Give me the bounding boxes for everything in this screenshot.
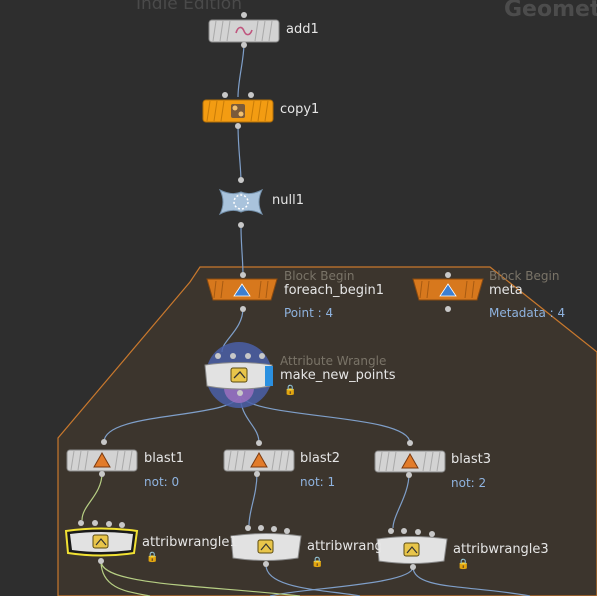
node-attribwrangle1-label: attribwrangle1 [142,535,238,550]
block-begin-icon [233,283,251,297]
node-blast3-label: blast3 [451,452,491,467]
node-make-new-points-type: Attribute Wrangle [280,354,387,368]
node-meta-info: Metadata : 4 [489,306,566,320]
node-blast3-info: not: 2 [451,476,487,490]
node-copy1-label: copy1 [280,102,320,117]
context-watermark: Geometr [504,0,597,22]
blast-icon [93,451,111,468]
wire-blast1-wrangle1[interactable] [81,472,103,521]
node-make-new-points-label: make_new_points [280,368,396,383]
node-meta[interactable] [412,272,484,312]
node-blast2[interactable] [223,440,295,477]
wire-blast3-wrangle3[interactable] [392,473,410,529]
edition-watermark: Indie Edition [136,0,242,14]
node-blast1-label: blast1 [144,451,184,466]
wire-add1-copy1[interactable] [237,42,245,98]
node-copy1[interactable] [202,92,274,129]
node-make-new-points[interactable] [204,342,273,408]
wire-wrangle1-out2[interactable] [100,560,151,596]
node-attribwrangle2-label: attribwrangle2 [307,539,381,554]
node-blast3[interactable] [374,440,446,478]
node-foreach-begin1-label: foreach_begin1 [284,283,385,298]
node-null1[interactable] [218,177,264,228]
node-meta-label: meta [489,283,523,298]
wire-wrangle2-out[interactable] [265,564,361,596]
node-foreach-begin1-info: Point : 4 [284,306,334,320]
blast-icon [250,451,268,468]
wire-wrangle1-out[interactable] [100,560,301,596]
node-attribwrangle3-label: attribwrangle3 [453,542,549,557]
node-foreach-begin1-type: Block Begin [284,269,355,283]
null-icon [233,194,249,210]
node-blast2-info: not: 1 [300,475,336,489]
wire-wrangle3-out2[interactable] [269,566,414,596]
wire-copy1-null1[interactable] [237,123,242,184]
node-meta-type: Block Begin [489,269,560,283]
wrangle-icon [257,539,274,554]
node-blast1-info: not: 0 [144,475,180,489]
node-add1[interactable] [208,12,280,48]
block-begin-icon [439,283,457,297]
node-add1-label: add1 [286,22,319,37]
wrangle-icon [92,534,109,549]
blast-icon [401,452,419,469]
lock-icon: 🔒 [146,552,159,563]
node-attribwrangle3[interactable] [376,528,448,570]
wire-wrangle3-out[interactable] [412,566,531,596]
node-blast1[interactable] [66,439,138,477]
node-blast2-label: blast2 [300,451,340,466]
lock-icon: 🔒 [457,559,470,570]
curve-icon [235,26,253,36]
network-box[interactable] [57,266,597,596]
lock-icon: 🔒 [311,557,324,568]
lock-icon: 🔒 [284,385,297,396]
copy-stamp-icon [231,104,245,118]
wrangle-icon [403,542,420,557]
node-attribwrangle2[interactable] [230,525,302,567]
node-null1-label: null1 [272,193,304,208]
node-foreach-begin1[interactable] [206,272,278,312]
node-attribwrangle1[interactable] [64,520,139,564]
wrangle-icon [230,367,248,383]
wire-blast2-wrangle2[interactable] [248,472,258,526]
